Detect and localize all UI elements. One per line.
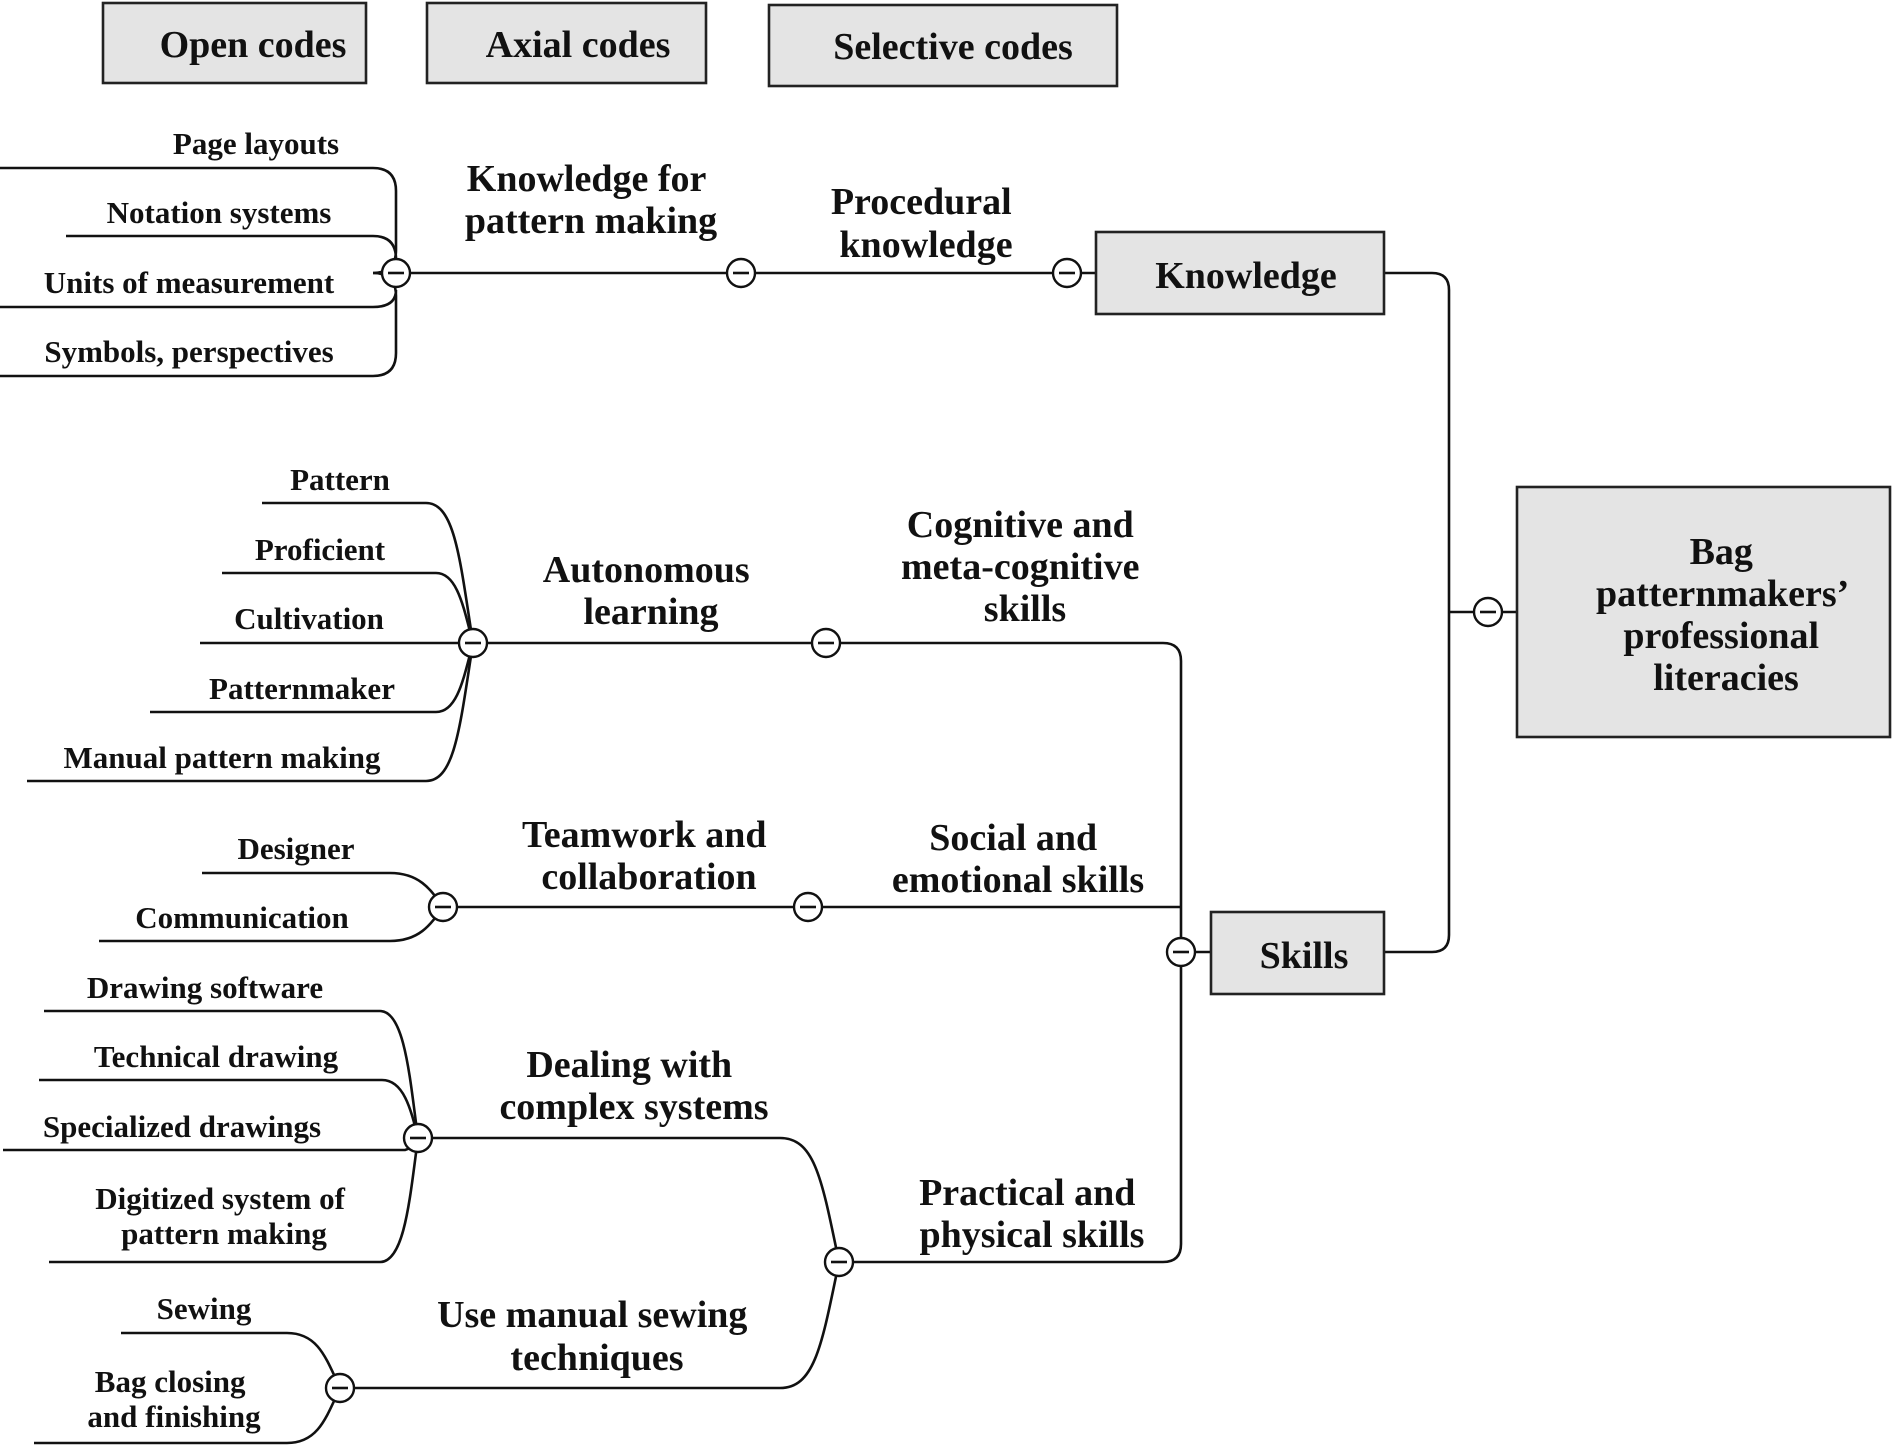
collapse-icon[interactable]	[1051, 257, 1083, 289]
collapse-icon[interactable]	[792, 891, 824, 923]
legend-axial-codes-label: Axial codes	[486, 24, 671, 66]
leaf-symbols-perspectives: Symbols, perspectives	[44, 334, 333, 369]
teamwork-collaboration-label: Teamwork and collaboration	[522, 814, 776, 898]
leaf-communication: Communication	[135, 900, 349, 935]
leaf-specialized-drawings: Specialized drawings	[43, 1109, 321, 1144]
collapse-nodes	[324, 257, 1504, 1404]
practical-physical-skills-label: Practical and physical skills	[919, 1172, 1145, 1256]
leaf-proficient: Proficient	[255, 532, 386, 567]
manual-sewing-label: Use manual sewing techniques	[437, 1294, 757, 1379]
procedural-knowledge-label: Procedural knowledge	[831, 181, 1021, 266]
knowledge-label: Knowledge	[1155, 255, 1337, 297]
knowledge-box: Knowledge	[1094, 230, 1386, 316]
leaf-cultivation: Cultivation	[234, 601, 384, 636]
root-label: Bag patternmakers’ professional literaci…	[1596, 531, 1856, 699]
collapse-icon[interactable]	[810, 627, 842, 659]
root-box: Bag patternmakers’ professional literaci…	[1515, 485, 1892, 739]
leaf-pattern: Pattern	[290, 462, 390, 497]
legend-axial-codes: Axial codes	[425, 1, 708, 85]
legend-selective-codes: Selective codes	[767, 3, 1119, 88]
leaf-patternmaker: Patternmaker	[209, 671, 395, 706]
leaf-notation-systems: Notation systems	[107, 195, 332, 230]
collapse-icon[interactable]	[324, 1372, 356, 1404]
leaf-page-layouts: Page layouts	[173, 126, 339, 161]
skills-box: Skills	[1209, 910, 1386, 996]
social-emotional-skills-label: Social and emotional skills	[892, 817, 1144, 901]
leaf-drawing-software: Drawing software	[87, 970, 323, 1005]
collapse-icon[interactable]	[823, 1246, 855, 1278]
cognitive-skills-label: Cognitive and meta-cognitive skills	[901, 504, 1149, 630]
collapse-icon[interactable]	[427, 891, 459, 923]
collapse-icon[interactable]	[725, 257, 757, 289]
knowledge-for-pattern-making-label: Knowledge for pattern making	[465, 158, 717, 242]
leaf-units-of-measurement: Units of measurement	[44, 265, 335, 300]
leaf-technical-drawing: Technical drawing	[94, 1039, 339, 1074]
legend-selective-codes-label: Selective codes	[833, 26, 1073, 68]
collapse-icon[interactable]	[402, 1122, 434, 1154]
skills-label: Skills	[1260, 935, 1349, 977]
leaf-manual-pattern-making: Manual pattern making	[64, 740, 381, 775]
autonomous-learning-label: Autonomous learning	[543, 549, 759, 633]
collapse-icon[interactable]	[457, 627, 489, 659]
complex-systems-label: Dealing with complex systems	[499, 1044, 768, 1128]
leaf-designer: Designer	[237, 831, 354, 866]
leaf-digitized-system: Digitized system of pattern making	[95, 1181, 352, 1251]
legend-open-codes-label: Open codes	[160, 24, 347, 66]
legend-open-codes: Open codes	[101, 1, 368, 85]
leaf-sewing: Sewing	[157, 1291, 252, 1326]
collapse-icon[interactable]	[380, 257, 412, 289]
collapse-icon[interactable]	[1165, 936, 1197, 968]
collapse-icon[interactable]	[1472, 596, 1504, 628]
leaf-bag-closing: Bag closing and finishing	[87, 1364, 261, 1434]
